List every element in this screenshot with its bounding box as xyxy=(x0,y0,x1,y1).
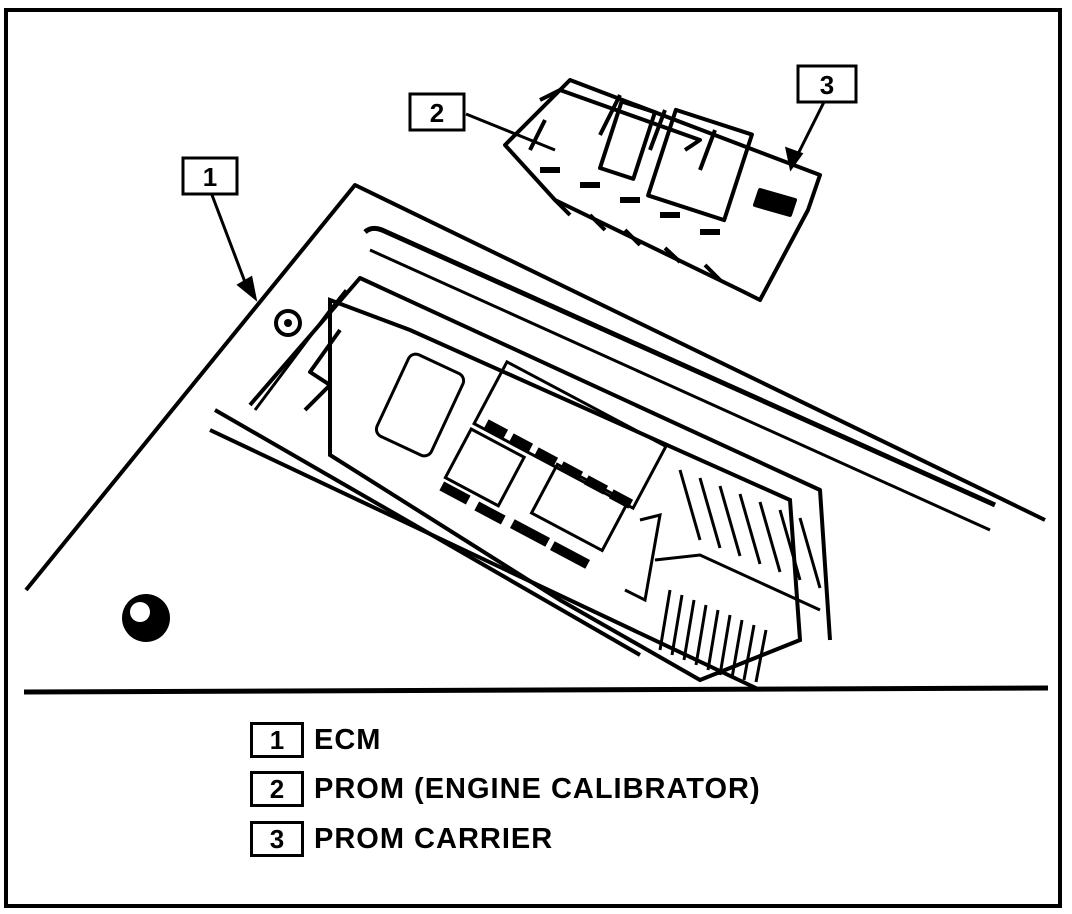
legend-number: 1 xyxy=(250,722,304,758)
legend-item-ecm: 1 ECM xyxy=(250,720,381,760)
legend-label: PROM (ENGINE CALIBRATOR) xyxy=(314,772,761,805)
callout-3: 3 xyxy=(796,64,858,104)
ecm-housing xyxy=(24,183,1046,692)
legend-label: PROM CARRIER xyxy=(314,822,554,855)
prom-carrier xyxy=(503,78,822,302)
svg-text:3: 3 xyxy=(820,70,834,100)
callout-2: 2 xyxy=(408,92,466,132)
legend-label: ECM xyxy=(314,723,382,756)
circuit-board xyxy=(328,297,822,683)
legend-item-prom: 2 PROM (ENGINE CALIBRATOR) xyxy=(250,769,761,809)
callout-leaders xyxy=(210,99,827,302)
mounting-screw xyxy=(274,309,302,337)
legend-number: 3 xyxy=(250,821,304,857)
legend-number: 2 xyxy=(250,771,304,807)
legend-divider xyxy=(23,685,1049,695)
svg-text:1: 1 xyxy=(203,162,217,192)
mounting-stud xyxy=(122,594,170,642)
svg-text:2: 2 xyxy=(430,98,444,128)
callout-1: 1 xyxy=(181,156,239,196)
legend-item-prom-carrier: 3 PROM CARRIER xyxy=(250,819,553,859)
